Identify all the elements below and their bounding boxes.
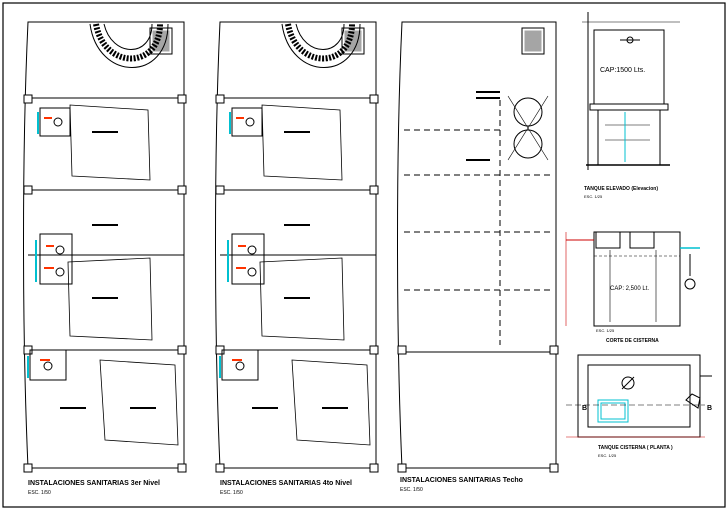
plan1-bathroom xyxy=(39,107,71,137)
tank-elevation-scale: ESC. 1/25 xyxy=(584,194,603,199)
cistern-plan xyxy=(566,354,712,438)
cistern-pump xyxy=(621,376,635,390)
cistern-plan-outer xyxy=(577,354,701,438)
tank-elevation xyxy=(582,12,680,170)
cistern-section-scale: ESC. 1/25 xyxy=(596,328,615,333)
plan3-title: INSTALACIONES SANITARIAS Techo xyxy=(400,477,523,484)
roof-tank-1 xyxy=(513,97,543,127)
cistern-hatch xyxy=(597,399,629,423)
cut-label-right: B xyxy=(707,405,712,412)
plan3-scale: ESC. 1/50 xyxy=(400,487,423,493)
cistern-plan-scale: ESC. 1/25 xyxy=(598,453,617,458)
plan2-scale: ESC. 1/50 xyxy=(220,490,243,496)
cistern-section-body xyxy=(593,231,681,327)
roof-tank-2 xyxy=(513,129,543,159)
cistern-capacity: CAP: 2,500 Lt. xyxy=(610,286,649,292)
plan2-bathroom xyxy=(231,107,263,137)
plan3-duct xyxy=(521,27,545,55)
cistern-plan-title: TANQUE CISTERNA ( PLANTA ) xyxy=(598,445,673,451)
plan2-duct xyxy=(341,27,365,55)
cistern-section-title: CORTE DE CISTERNA xyxy=(606,338,659,344)
plan1-duct xyxy=(149,27,173,55)
plan1-scale: ESC. 1/50 xyxy=(28,490,51,496)
cut-label-left: B xyxy=(582,405,587,412)
plan1-title: INSTALACIONES SANITARIAS 3er Nivel xyxy=(28,480,160,487)
plan-roof xyxy=(397,21,559,473)
tank-capacity: CAP:1500 Lts. xyxy=(600,67,645,74)
plan1-outline xyxy=(23,21,185,469)
tank-elevation-title: TANQUE ELEVADO (Elevacion) xyxy=(584,186,658,192)
plan2-title: INSTALACIONES SANITARIAS 4to Nivel xyxy=(220,480,352,487)
plan-3rd-level xyxy=(23,21,187,473)
cistern-section xyxy=(565,231,700,327)
plan3-outline xyxy=(397,21,557,469)
plan-4th-level xyxy=(215,21,379,473)
plan2-outline xyxy=(215,21,377,469)
